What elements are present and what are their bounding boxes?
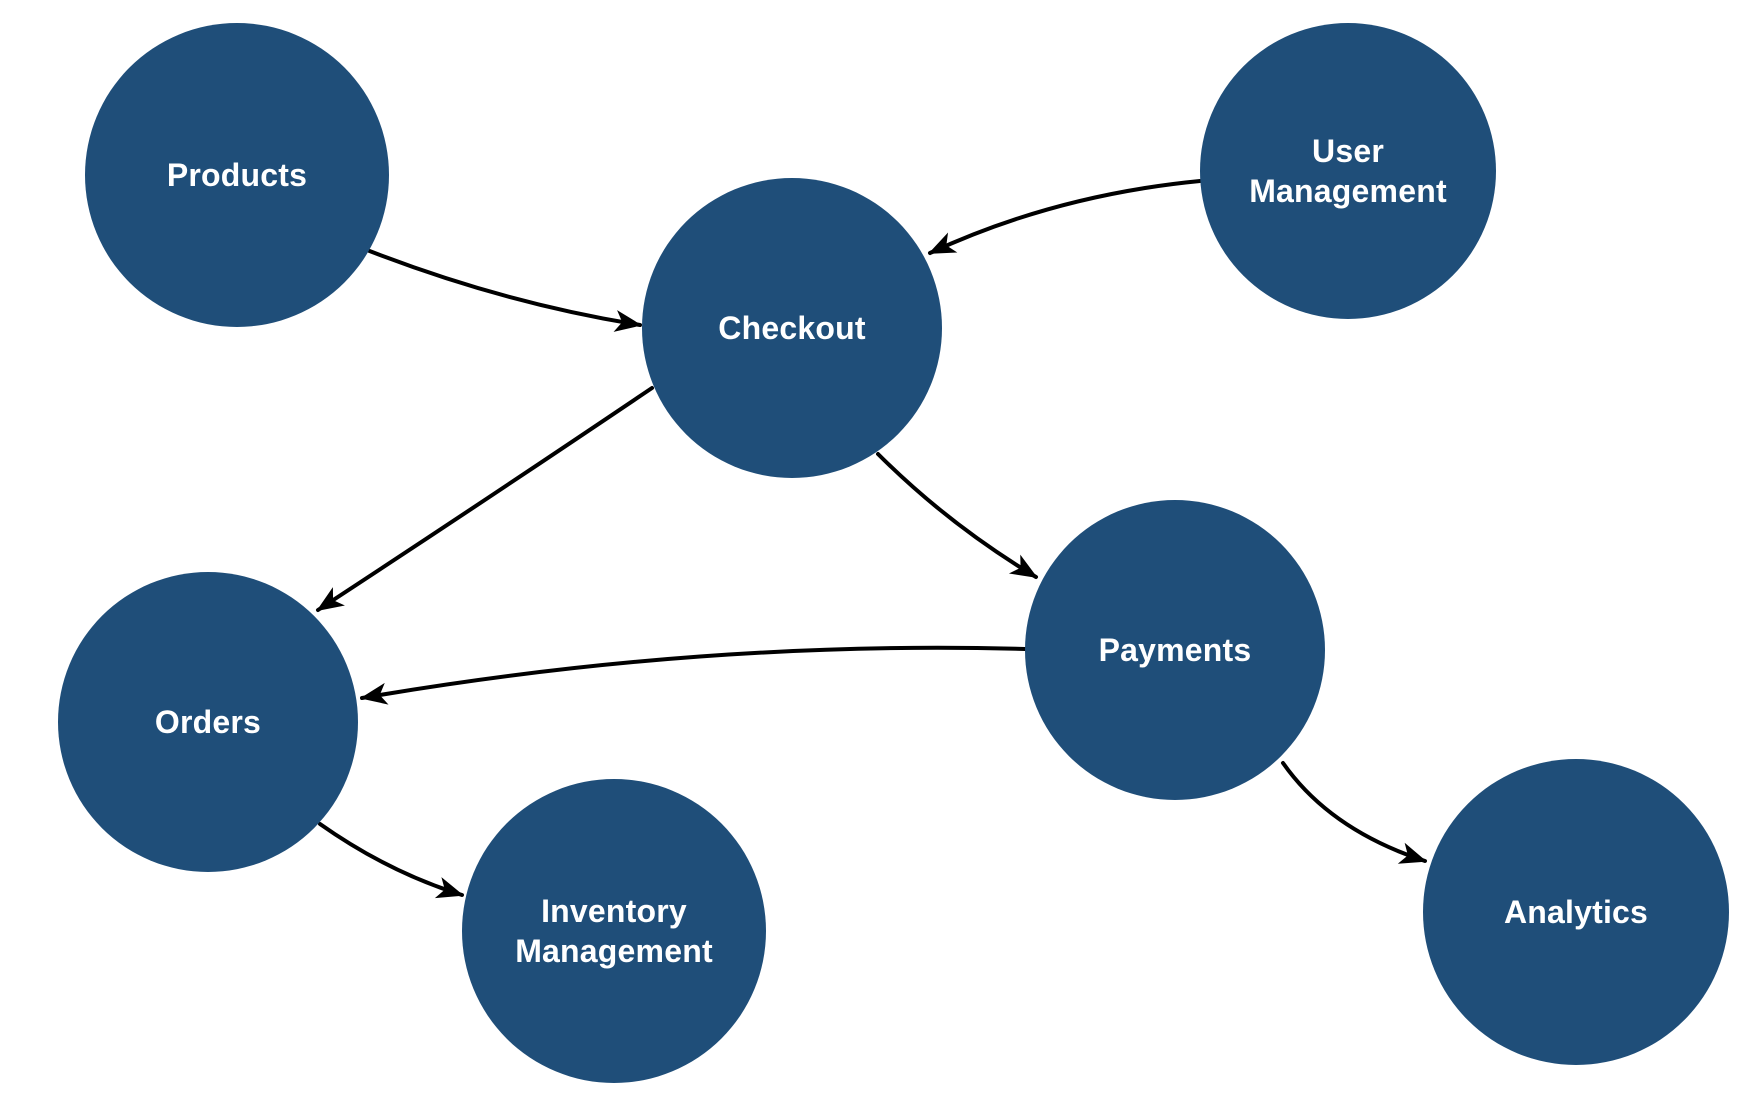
node-orders[interactable]: Orders: [58, 572, 358, 872]
edge-user-management-checkout: [928, 179, 1202, 255]
edge-orders-inventory-management: [318, 822, 464, 899]
node-label-inventory-management: Inventory Management: [515, 893, 713, 969]
edge-products-checkout: [365, 248, 642, 332]
node-label-orders: Orders: [154, 704, 262, 740]
node-analytics[interactable]: Analytics: [1423, 759, 1729, 1065]
node-label-checkout: Checkout: [718, 310, 866, 346]
node-label-analytics: Analytics: [1503, 894, 1649, 930]
edge-checkout-payments: [876, 452, 1038, 579]
node-label-payments: Payments: [1098, 632, 1252, 668]
node-payments[interactable]: Payments: [1025, 500, 1325, 800]
node-user-management[interactable]: User Management: [1200, 23, 1496, 319]
node-products[interactable]: Products: [85, 23, 389, 327]
edge-payments-analytics: [1281, 761, 1427, 864]
edge-checkout-orders: [316, 386, 654, 612]
edge-payments-orders: [360, 645, 1027, 705]
node-inventory-management[interactable]: Inventory Management: [462, 779, 766, 1083]
node-label-products: Products: [166, 157, 308, 193]
node-label-user-management: User Management: [1249, 133, 1447, 209]
node-checkout[interactable]: Checkout: [642, 178, 942, 478]
